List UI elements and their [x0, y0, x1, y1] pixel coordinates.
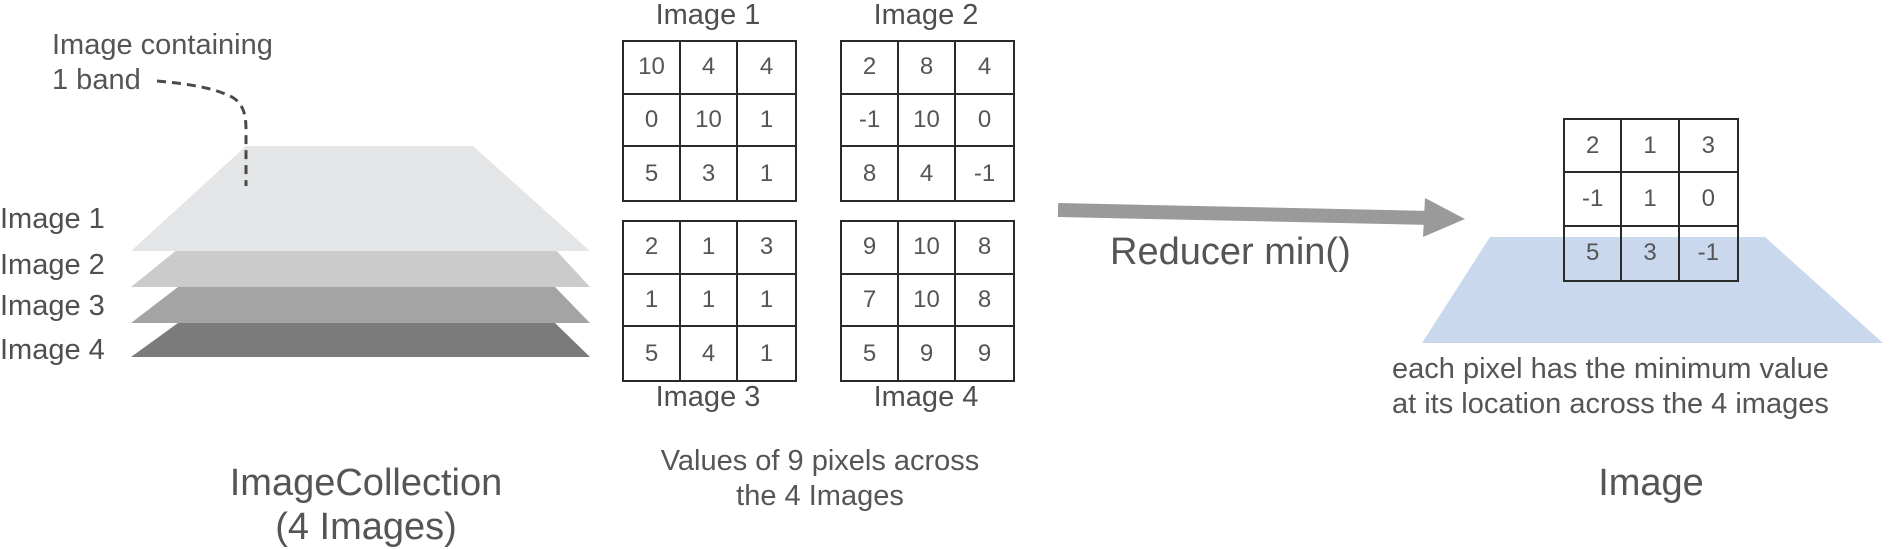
pixel-cell: 0	[1679, 173, 1737, 227]
values-caption-line2: the 4 Images	[736, 480, 904, 512]
pixel-cell: -1	[1697, 239, 1719, 267]
pixel-cell: 5	[842, 327, 899, 380]
pixel-cell: 10	[899, 222, 956, 275]
pixel-cell: 1	[624, 274, 681, 328]
pixel-cell: 2	[842, 42, 899, 95]
pixel-cell: 1	[738, 95, 795, 148]
pixel-cell: 0	[624, 94, 681, 148]
pixel-cell: 2	[624, 222, 681, 275]
values-caption-line1: Values of 9 pixels across	[660, 445, 980, 477]
pixel-cell: 9	[842, 222, 899, 275]
pixel-cell: 1	[759, 339, 774, 367]
collection-title-line2: (4 Images)	[275, 506, 457, 548]
pixel-cell: 3	[1679, 120, 1737, 174]
pixel-cell: 8	[956, 222, 1013, 275]
pixel-cell: 2	[1565, 120, 1623, 174]
pixel-cell: 10	[899, 94, 956, 148]
pixel-cell: 5	[624, 147, 681, 200]
pixel-cell: 4	[899, 147, 956, 200]
result-description-line2: at its location across the 4 images	[1392, 388, 1829, 420]
result-title: Image	[1598, 462, 1704, 504]
pixel-cell: 10	[681, 94, 738, 148]
stack-label-image-3: Image 3	[0, 290, 105, 322]
pixel-cell: 3	[1622, 226, 1680, 280]
pixel-cell: 3	[681, 147, 738, 200]
pixel-cell: 1	[1622, 120, 1680, 174]
callout-text-line2: 1 band	[52, 64, 141, 96]
stack-layer-1	[131, 146, 590, 251]
result-description-line1: each pixel has the minimum value	[1392, 353, 1829, 385]
pixel-cell: 1	[1622, 173, 1680, 227]
callout-leader	[156, 79, 248, 186]
collection-title: ImageCollection	[150, 464, 582, 502]
grid-label-image-2: Image 2	[873, 0, 979, 31]
pixel-cell: 8	[899, 42, 956, 95]
stack-layer-2	[131, 249, 590, 287]
grid-label-image-3: Image 3	[655, 381, 761, 413]
pixel-cell: 5	[624, 327, 681, 380]
pixel-cell: 1	[681, 222, 738, 275]
reducer-arrow	[1057, 198, 1465, 237]
stack-layer-4	[131, 323, 590, 357]
grid-label-image-1: Image 1	[655, 0, 761, 31]
callout-text-line1: Image containing	[52, 29, 273, 61]
stack-label-image-2: Image 2	[0, 249, 105, 281]
pixel-cell: 4	[681, 42, 738, 95]
stack-layer-3	[131, 287, 590, 323]
pixel-cell: 1	[738, 275, 795, 328]
pixel-cell: -1	[973, 159, 996, 187]
pixel-cell: 9	[977, 339, 992, 367]
pixel-cell: 8	[956, 275, 1013, 328]
pixel-cell: 10	[624, 42, 681, 95]
pixel-cell: 4	[956, 42, 1013, 95]
reducer-label: Reducer min()	[1110, 231, 1351, 273]
pixel-cell: 4	[738, 42, 795, 95]
pixel-cell: 1	[759, 159, 774, 187]
pixel-cell: 1	[681, 274, 738, 328]
pixel-cell: 9	[899, 327, 956, 380]
pixel-cell: 3	[738, 222, 795, 275]
pixel-cell: 4	[681, 327, 738, 380]
result-plane	[1422, 237, 1883, 343]
collection-title-line1: ImageCollection	[229, 462, 503, 504]
pixel-cell: 7	[842, 274, 899, 328]
grid-label-image-4: Image 4	[873, 381, 979, 413]
pixel-cell: -1	[1565, 173, 1623, 227]
pixel-cell: -1	[842, 94, 899, 148]
pixel-cell: 5	[1565, 226, 1623, 280]
pixel-cell: 10	[899, 274, 956, 328]
stack-label-image-1: Image 1	[0, 203, 105, 235]
stack-label-image-4: Image 4	[0, 334, 105, 366]
pixel-cell: 0	[956, 95, 1013, 148]
collection-subtitle: (4 Images)	[150, 508, 582, 546]
pixel-cell: 8	[842, 147, 899, 200]
